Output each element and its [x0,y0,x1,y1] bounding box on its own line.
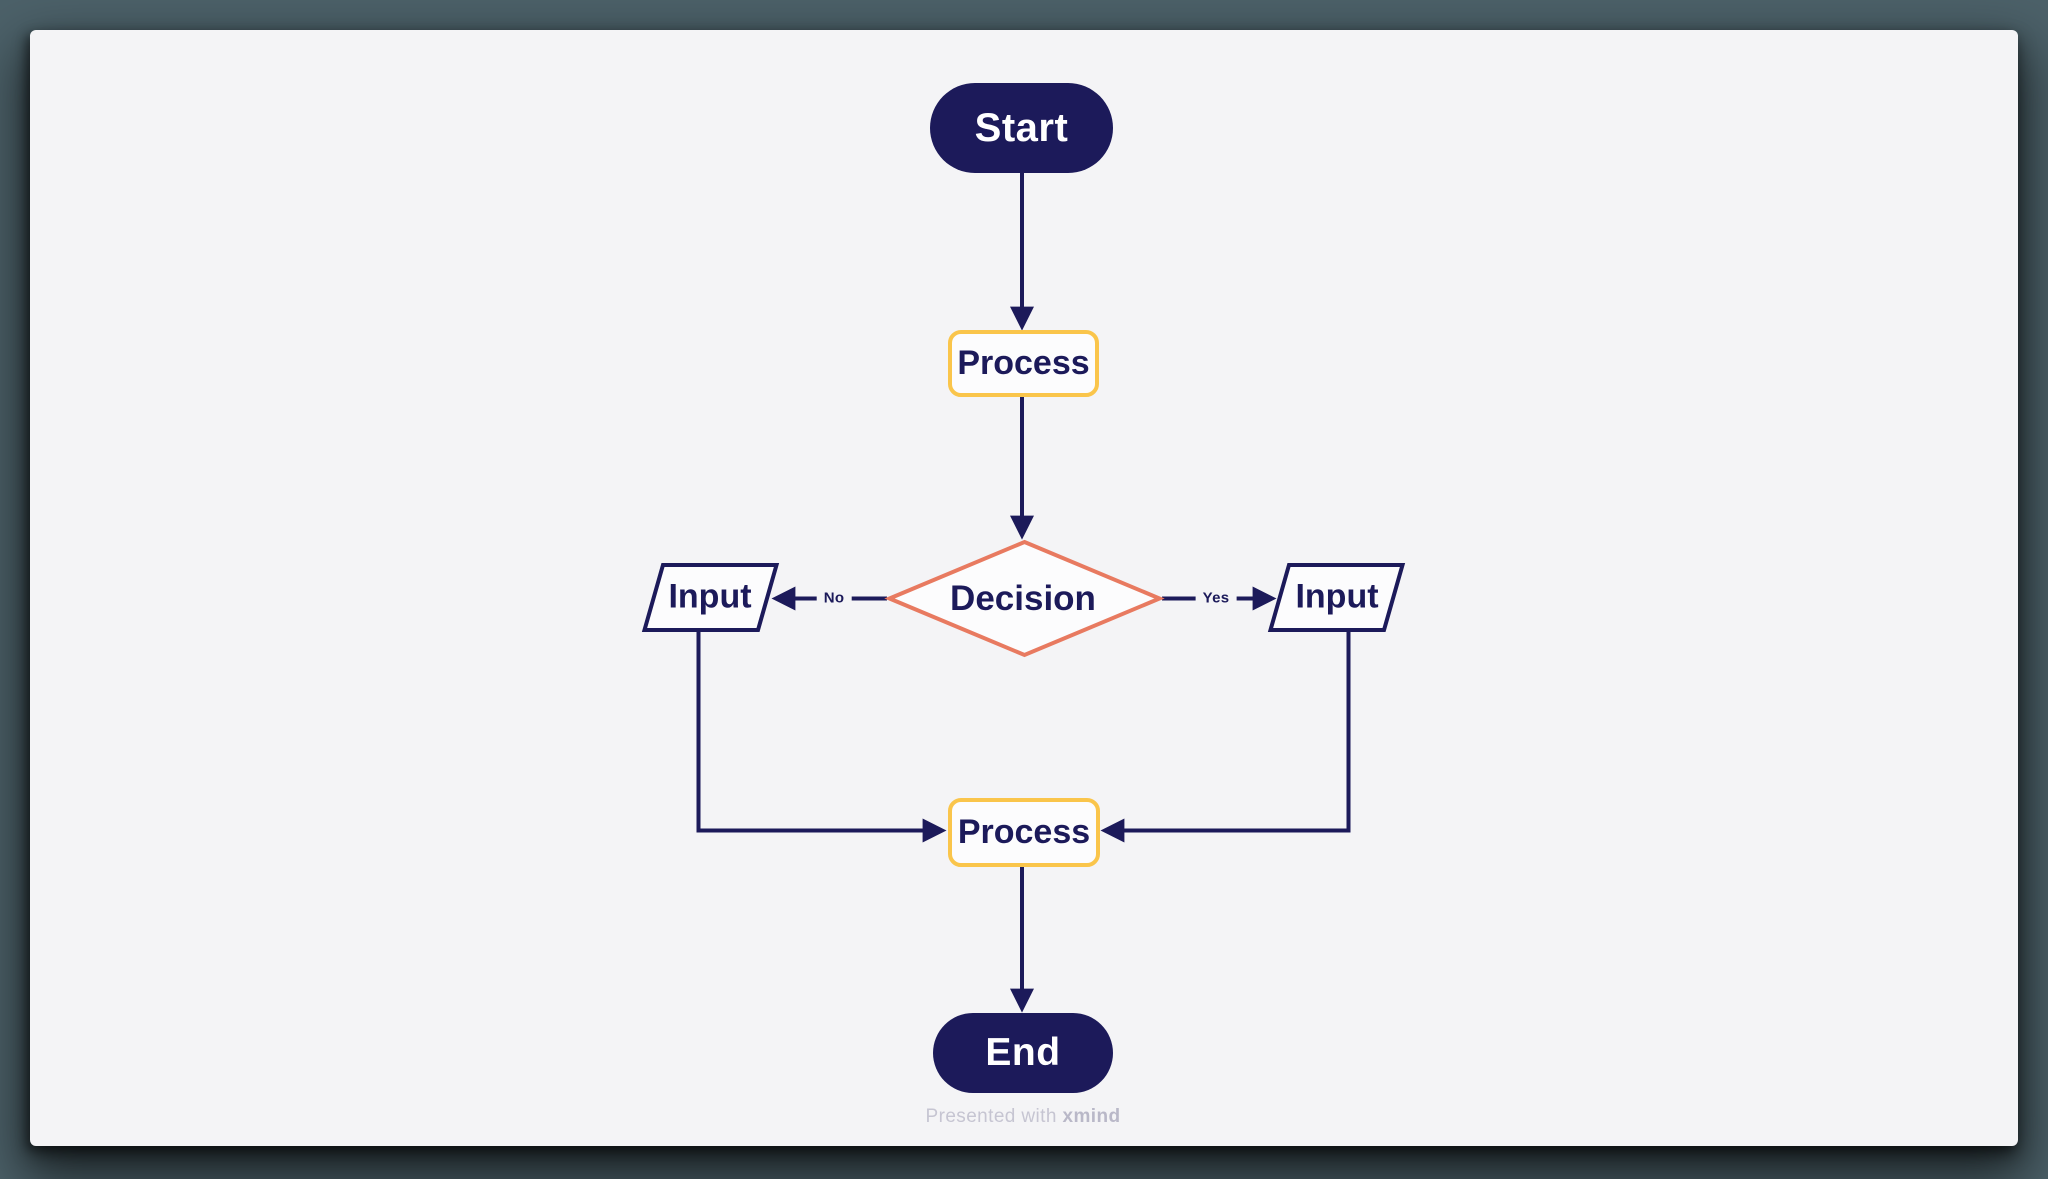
connector-input-right-process [1100,632,1351,843]
edge-label-yes: Yes [1195,587,1237,609]
node-start[interactable]: Start [930,83,1113,173]
footer-credit: Presented with xmind [926,1106,1121,1128]
node-process-bottom-label: Process [957,813,1091,851]
node-input-right-shape[interactable] [1267,563,1406,632]
node-input-right-label: Input [1295,577,1379,616]
node-decision-label: Decision [950,579,1096,618]
node-process-top[interactable]: Process [948,330,1099,397]
node-process-top-label: Process [957,344,1090,382]
node-start-label: Start [974,105,1069,150]
node-input-left-shape[interactable] [641,563,780,632]
node-end-label: End [985,1031,1061,1074]
node-end[interactable]: End [933,1013,1113,1093]
footer-brand-xmind[interactable]: xmind [1062,1106,1121,1127]
footer-credit-text: Presented with [925,1106,1057,1127]
edge-label-no: No [816,587,852,609]
node-decision-shape[interactable] [884,539,1165,658]
node-process-bottom[interactable]: Process [948,798,1100,867]
node-input-left-label: Input [668,577,752,616]
connector-input-left-process [696,632,947,843]
